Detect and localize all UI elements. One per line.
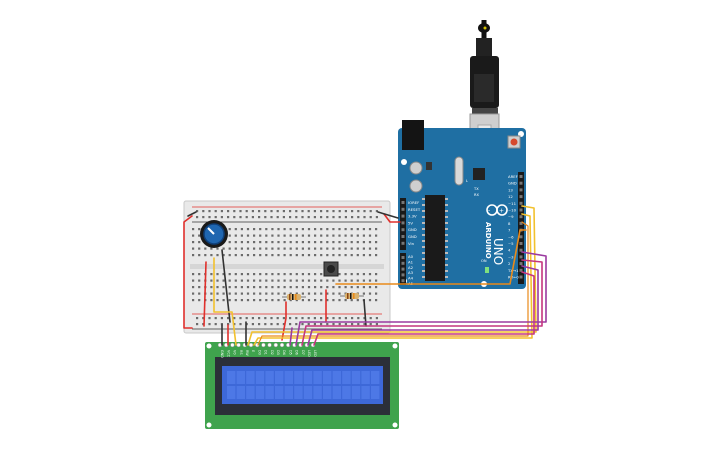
wire-5v [383, 213, 401, 223]
lcd-pin-label: D1 [264, 350, 268, 355]
lcd-pin-label: D0 [257, 350, 261, 355]
digital-pin-label: AREF [508, 174, 518, 179]
digital-pin-label: 8 [508, 221, 511, 226]
wire-rs-yellow [247, 205, 537, 346]
digital-pin-label: 12 [508, 194, 513, 199]
lcd-pin-label: LED [313, 350, 317, 357]
digital-pin-label: 4 [508, 248, 511, 253]
wire-e-yellow [253, 213, 533, 346]
lcd-pin-label: E [251, 350, 255, 352]
led-label: RX [474, 193, 479, 197]
wire-left-red [183, 215, 193, 329]
power-jack [402, 120, 424, 150]
digital-header[interactable] [518, 172, 524, 284]
led-label: TX [473, 187, 479, 191]
resistor-1[interactable] [282, 294, 306, 300]
analog-pin-label: A1 [408, 259, 414, 264]
lcd-pin-label: LED [307, 350, 311, 357]
potentiometer[interactable] [200, 220, 228, 248]
svg-text:-: - [488, 208, 490, 215]
led-label: ON [481, 259, 487, 263]
lcd-pin-label: D4 [282, 350, 286, 355]
power-pin-label: RESET [408, 207, 421, 212]
digital-pin-label: GND [508, 181, 517, 186]
breadboard-holes [192, 210, 378, 326]
lcd-pin-label: D2 [270, 350, 274, 355]
on-led [485, 267, 489, 273]
wires[interactable] [183, 205, 547, 346]
digital-pin-label: 13 [508, 187, 513, 192]
lcd-pin-label: V0 [233, 350, 237, 354]
digital-pin-label: ~3 [508, 254, 514, 259]
analog-pin-label: A0 [408, 254, 414, 259]
resistor-2[interactable] [340, 293, 364, 299]
wire-d7-magenta [313, 271, 535, 346]
wire-button-orange [335, 229, 527, 285]
power-pin-label: 3.3V [408, 214, 417, 219]
power-pin-label: 5V [408, 220, 413, 225]
lcd-pin-label: D6 [295, 350, 299, 355]
wire-d4-purple [295, 251, 547, 346]
digital-pin-label: 7 [508, 228, 511, 233]
led-label: L [466, 179, 468, 183]
arduino-model-label: UNO [491, 238, 505, 265]
wire-pot-red [203, 261, 207, 327]
analog-pin-label: A3 [408, 270, 414, 275]
power-pin-label: GND [408, 234, 417, 239]
wire-d5-magenta [301, 259, 543, 346]
digital-pin-label: ~11 [508, 201, 517, 206]
digital-pin-label: ~5 [508, 241, 514, 246]
digital-pin-label: ~10 [508, 208, 517, 213]
digital-pin-label: 2 [508, 261, 511, 266]
digital-pin-label: RX←0 [508, 275, 519, 280]
lcd-pin-label: D3 [276, 350, 280, 355]
lcd-pin-label: VCC [226, 350, 230, 358]
wire-left-black [187, 211, 197, 217]
arduino-uno-board[interactable]: - + ARDUINO UNO AREFGND1312~11~10~987~6~… [398, 120, 526, 289]
wire-e-orange [257, 221, 529, 346]
digital-pin-label: ~9 [508, 214, 514, 219]
power-pin-label: IOREF [408, 200, 419, 205]
wire-pot-black [221, 249, 231, 323]
arduino-brand-label: ARDUINO [484, 222, 492, 259]
analog-pin-label: A2 [408, 265, 414, 270]
wire-pot-yellow [213, 257, 237, 346]
arduino-logo: - + [486, 204, 508, 216]
power-pin-label: Vin [408, 241, 415, 246]
atmega-chip [425, 195, 445, 281]
wire-gnd [377, 211, 399, 219]
wire-d6-purple [307, 265, 539, 346]
power-pin-label: GND [408, 227, 417, 232]
lcd-pin-label: GND [220, 350, 224, 358]
lcd-pin-label: D5 [288, 350, 292, 355]
wire-lcd-d-purple [289, 327, 293, 346]
digital-pin-label: ~6 [508, 234, 514, 239]
push-button[interactable] [323, 261, 339, 277]
lcd-pin-label: RW [245, 350, 249, 356]
lcd-pin-label: RS [239, 350, 243, 355]
lcd-pin-label: D7 [301, 350, 305, 355]
breadboard[interactable] [183, 200, 391, 334]
svg-text:+: + [499, 208, 504, 215]
analog-pin-label: A4 [408, 276, 414, 281]
